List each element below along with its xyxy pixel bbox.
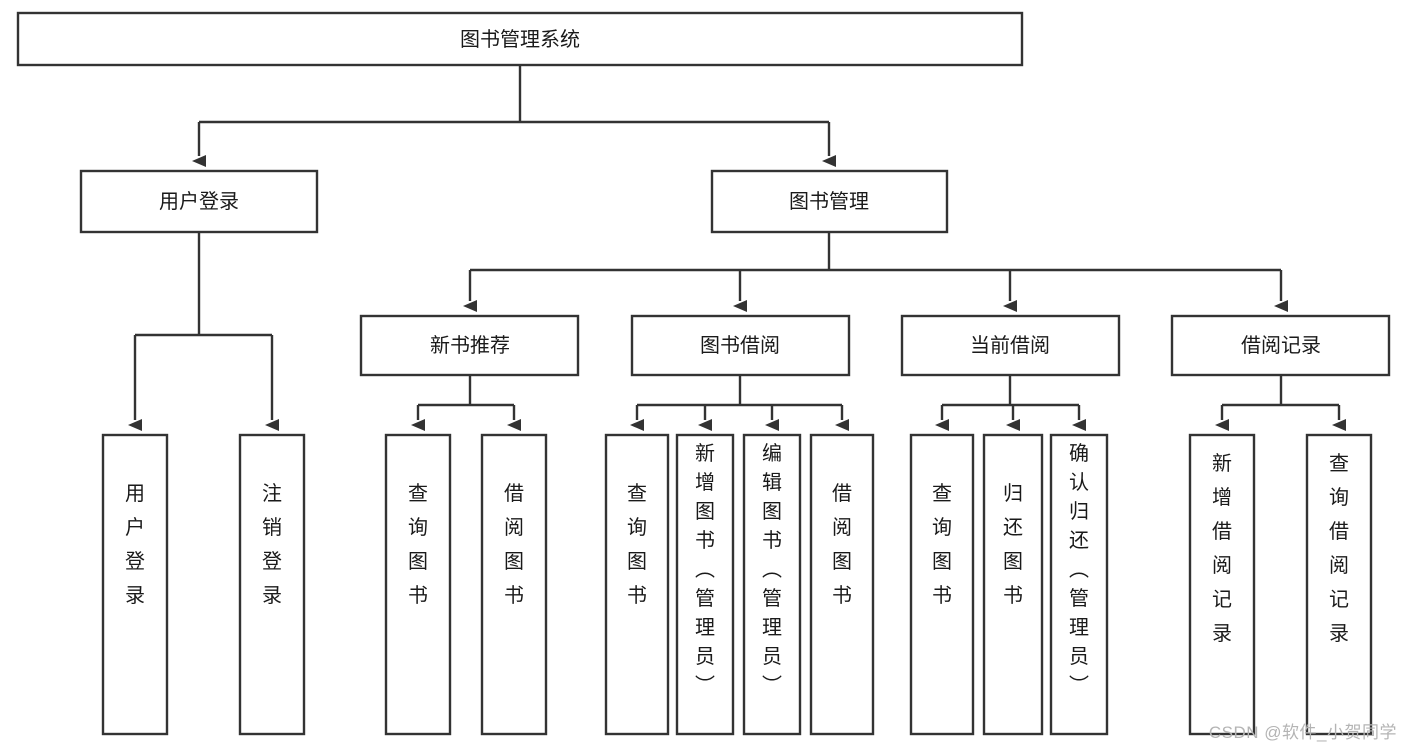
node-leaf-borrow-book-rec-box (480, 433, 548, 736)
node-current-borrow[interactable]: 当前借阅 (900, 314, 1121, 377)
node-leaf-query-book-cb-label: 查询图书 (932, 482, 952, 607)
node-leaf-user-login-label: 用户登录 (125, 483, 145, 607)
node-leaf-add-record-label: 新增借阅记录 (1212, 452, 1232, 645)
node-book-manage[interactable]: 图书管理 (710, 169, 949, 234)
node-leaf-query-book-rec-box (384, 433, 452, 736)
node-leaf-user-login-box (101, 433, 169, 736)
leaf-layer: 用户登录 注销登录 查询图书 借阅图书 查询图书 新增图书︵管理员︶ (101, 433, 1373, 736)
node-leaf-query-book-bb-box (604, 433, 670, 736)
node-leaf-query-book-rec-label: 查询图书 (408, 482, 428, 607)
node-book-borrow[interactable]: 图书借阅 (630, 314, 851, 377)
node-leaf-borrow-book-rec[interactable]: 借阅图书 (480, 433, 548, 736)
node-leaf-return-book-box (982, 433, 1044, 736)
node-new-book-rec-label: 新书推荐 (430, 334, 510, 357)
node-leaf-add-book[interactable]: 新增图书︵管理员︶ (675, 433, 735, 736)
node-leaf-return-book-label: 归还图书 (1003, 482, 1023, 607)
node-root-label: 图书管理系统 (460, 28, 580, 51)
node-book-borrow-box (630, 314, 851, 377)
node-leaf-query-book-bb-label: 查询图书 (627, 482, 647, 607)
node-leaf-query-record-label: 查询借阅记录 (1329, 452, 1349, 645)
node-book-borrow-label: 图书借阅 (700, 334, 780, 357)
node-borrow-record-box (1170, 314, 1391, 377)
node-book-manage-box (710, 169, 949, 234)
node-current-borrow-box (900, 314, 1121, 377)
node-leaf-add-record[interactable]: 新增借阅记录 (1188, 433, 1256, 736)
node-leaf-confirm-return-label: 确认归还︵管理员︶ (1069, 442, 1089, 697)
node-book-manage-label: 图书管理 (789, 190, 869, 213)
node-user-login-label: 用户登录 (159, 190, 239, 213)
node-leaf-edit-book-box (742, 433, 802, 736)
node-leaf-user-login[interactable]: 用户登录 (101, 433, 169, 736)
node-borrow-record[interactable]: 借阅记录 (1170, 314, 1391, 377)
node-leaf-query-book-bb[interactable]: 查询图书 (604, 433, 670, 736)
node-leaf-query-record-box (1305, 433, 1373, 736)
node-leaf-confirm-return[interactable]: 确认归还︵管理员︶ (1049, 433, 1109, 736)
node-root[interactable]: 图书管理系统 (16, 11, 1024, 67)
node-leaf-add-book-box (675, 433, 735, 736)
node-user-login-box (79, 169, 319, 234)
node-leaf-add-record-box (1188, 433, 1256, 736)
node-user-login[interactable]: 用户登录 (79, 169, 319, 234)
connector-layer (128, 65, 1346, 431)
node-leaf-query-book-cb-box (909, 433, 975, 736)
node-leaf-query-book-rec[interactable]: 查询图书 (384, 433, 452, 736)
node-leaf-edit-book-label: 编辑图书︵管理员︶ (762, 442, 782, 697)
node-leaf-logout-label: 注销登录 (262, 482, 282, 607)
node-leaf-logout[interactable]: 注销登录 (238, 433, 306, 736)
node-current-borrow-label: 当前借阅 (970, 334, 1050, 357)
node-new-book-rec-box (359, 314, 580, 377)
node-leaf-borrow-book-bb-label: 借阅图书 (832, 482, 852, 607)
node-leaf-edit-book[interactable]: 编辑图书︵管理员︶ (742, 433, 802, 736)
node-leaf-logout-box (238, 433, 306, 736)
node-leaf-add-book-label: 新增图书︵管理员︶ (695, 442, 715, 697)
node-new-book-rec[interactable]: 新书推荐 (359, 314, 580, 377)
node-leaf-query-book-cb[interactable]: 查询图书 (909, 433, 975, 736)
node-borrow-record-label: 借阅记录 (1241, 334, 1321, 357)
node-root-box (16, 11, 1024, 67)
node-leaf-borrow-book-bb[interactable]: 借阅图书 (809, 433, 875, 736)
node-leaf-borrow-book-rec-label: 借阅图书 (504, 482, 524, 607)
node-leaf-return-book[interactable]: 归还图书 (982, 433, 1044, 736)
csdn-watermark: CSDN @软件_小贺同学 (1208, 723, 1397, 742)
node-leaf-query-record[interactable]: 查询借阅记录 (1305, 433, 1373, 736)
node-leaf-confirm-return-box (1049, 433, 1109, 736)
node-leaf-borrow-book-bb-box (809, 433, 875, 736)
